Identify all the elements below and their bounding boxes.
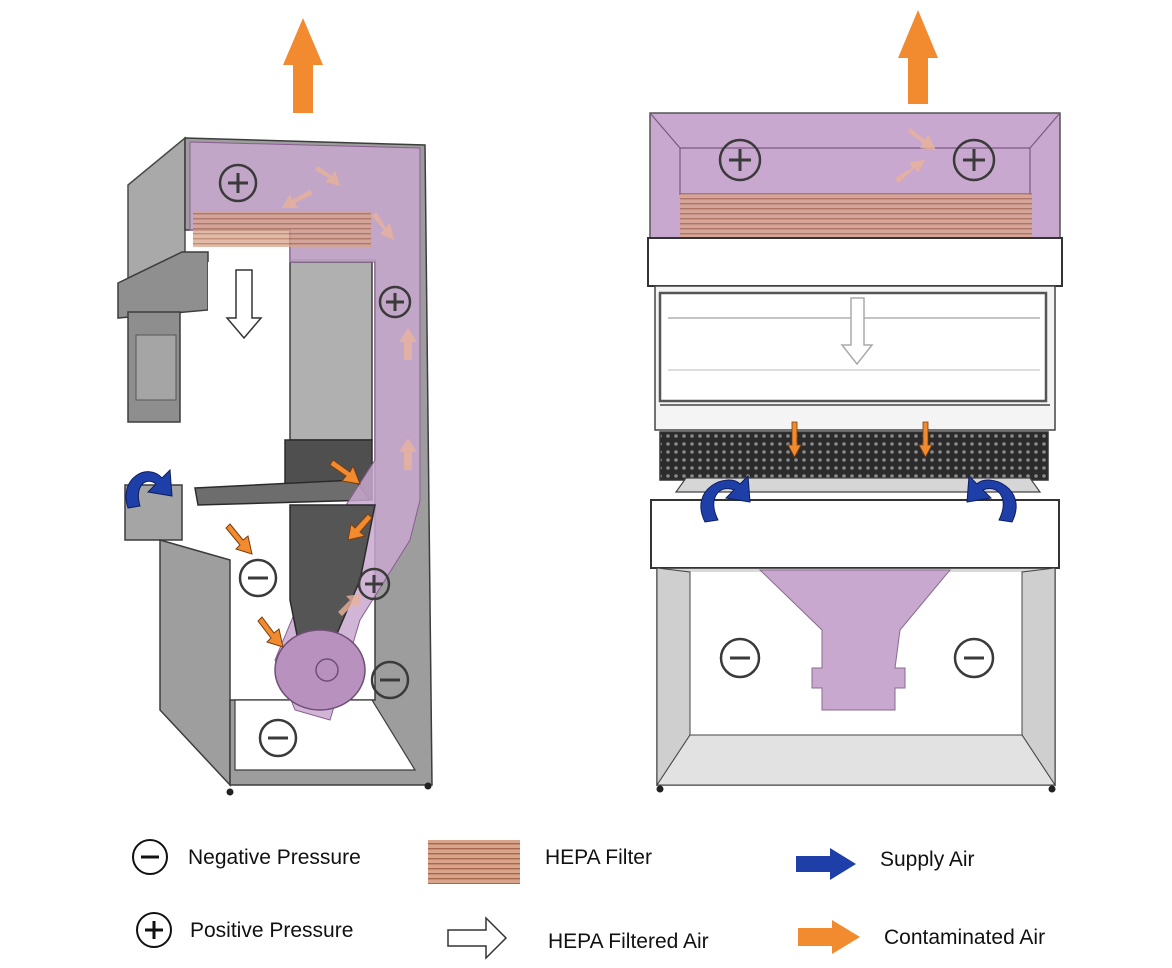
negative-pressure-symbol-side-3 (258, 718, 298, 758)
negative-pressure-symbol-side-1 (238, 558, 278, 598)
blower-motor (274, 629, 366, 711)
lower-body-panel (159, 539, 231, 787)
negative-pressure-symbol-front-1 (719, 637, 761, 679)
rear-grille (659, 431, 1049, 481)
hepa-filtered-air-arrow-side (225, 269, 263, 340)
positive-pressure-symbol-front-2 (952, 138, 996, 182)
supply-air-icon (796, 848, 856, 880)
legend-label-positive-pressure: Positive Pressure (190, 919, 353, 942)
positive-pressure-symbol-side-1 (218, 163, 258, 203)
positive-pressure-symbol-side-2 (378, 285, 412, 319)
front-airfoil-band (650, 499, 1060, 569)
blower-plenum-front (758, 569, 952, 711)
legend-label-supply-air: Supply Air (880, 848, 975, 871)
legend-label-hepa-filter: HEPA Filter (545, 846, 652, 869)
exhaust-hepa-filter-side (193, 212, 371, 247)
exhaust-contaminated-air-arrow (283, 18, 323, 113)
hepa-filtered-air-icon (447, 916, 508, 960)
contaminated-air-arrow-front-1 (787, 421, 802, 458)
contaminated-air-arrow-front-2 (918, 421, 933, 458)
supply-air-arrow-side (125, 468, 173, 509)
front-header-band (647, 237, 1063, 287)
front-view (647, 10, 1063, 793)
legend-label-hepa-filtered-air: HEPA Filtered Air (548, 930, 709, 953)
positive-pressure-symbol-front-1 (718, 138, 762, 182)
legend-hepa-filter: HEPA Filter (428, 840, 652, 884)
contaminated-air-arrow-2 (347, 513, 373, 541)
legend-contaminated-air: Contaminated Air (798, 920, 1045, 954)
legend-hepa-filtered-air: HEPA Filtered Air (447, 916, 709, 960)
legend-negative-pressure: Negative Pressure (132, 839, 361, 875)
negative-pressure-symbol-front-2 (953, 637, 995, 679)
work-area (208, 262, 290, 500)
contaminated-air-icon (798, 920, 860, 954)
side-section-view (117, 18, 433, 796)
legend-supply-air: Supply Air (796, 848, 975, 880)
exhaust-contaminated-air-arrow-front (898, 10, 938, 104)
legend-label-contaminated-air: Contaminated Air (884, 926, 1045, 949)
hepa-filtered-air-arrow-front (840, 297, 874, 366)
supply-air-arrow-front-right (966, 474, 1017, 523)
positive-pressure-symbol-side-3 (357, 567, 391, 601)
contaminated-air-arrow-1 (329, 459, 361, 485)
exhaust-hepa-filter-front (680, 193, 1032, 238)
hepa-filter-swatch (428, 840, 520, 884)
legend-positive-pressure: Positive Pressure (136, 912, 353, 948)
legend: Negative Pressure Positive Pressure HEPA… (132, 839, 1045, 960)
contaminated-air-arrow-3 (225, 523, 253, 555)
contaminated-air-arrow-4 (257, 616, 284, 648)
supply-air-arrow-front-left (700, 474, 751, 523)
legend-label-negative-pressure: Negative Pressure (188, 846, 361, 869)
negative-pressure-symbol-side-2 (370, 660, 410, 700)
